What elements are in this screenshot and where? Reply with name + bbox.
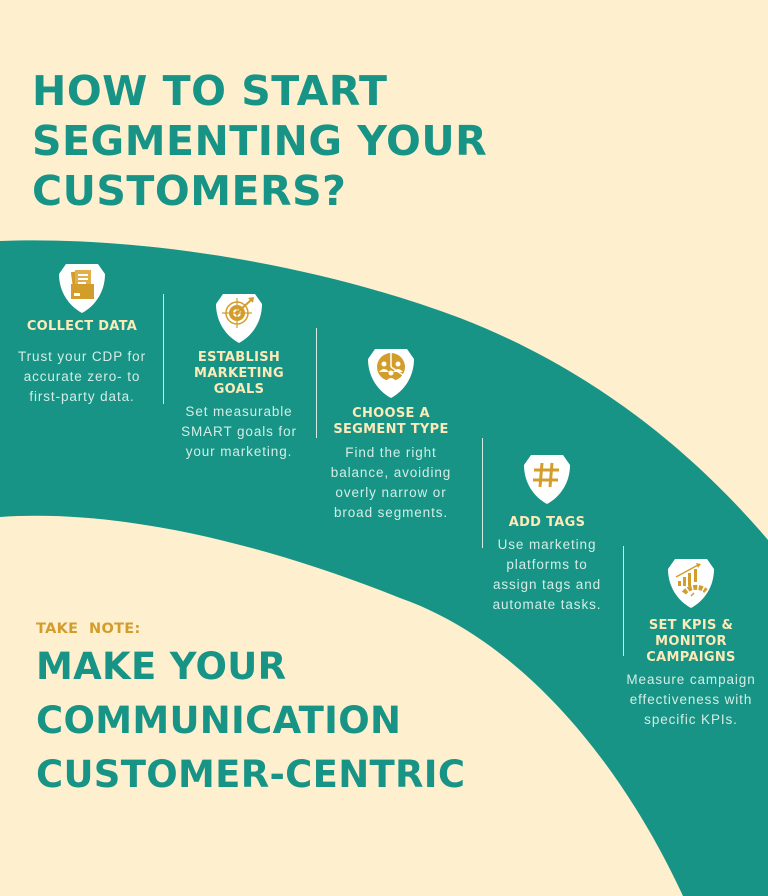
step-description: Trust your CDP for accurate zero- to fir… bbox=[18, 349, 146, 404]
step-description: Set measurable SMART goals for your mark… bbox=[181, 404, 297, 459]
hashtag-icon bbox=[524, 455, 570, 504]
target-arrow-icon bbox=[216, 294, 262, 343]
divider bbox=[623, 546, 624, 656]
note-line: MAKE YOUR bbox=[36, 645, 287, 688]
take-note-heading: MAKE YOUR COMMUNICATION CUSTOMER-CENTRIC bbox=[36, 640, 465, 802]
note-line: COMMUNICATION bbox=[36, 699, 402, 742]
step-title: ADD TAGS bbox=[508, 515, 586, 530]
divider bbox=[482, 438, 483, 548]
page-title: HOW TO START SEGMENTING YOUR CUSTOMERS? bbox=[32, 66, 487, 216]
step-establish-goals: ESTABLISH MARKETING GOALS Set measurable… bbox=[162, 292, 316, 462]
step-choose-segment: CHOOSE A SEGMENT TYPE Find the right bal… bbox=[312, 347, 470, 523]
step-description: Measure campaign effectiveness with spec… bbox=[626, 672, 756, 727]
step-description: Find the right balance, avoiding overly … bbox=[330, 445, 452, 520]
step-title: CHOOSE A SEGMENT TYPE bbox=[333, 406, 449, 437]
take-note-label: TAKE NOTE: bbox=[36, 621, 141, 637]
divider bbox=[163, 294, 164, 404]
note-line: CUSTOMER-CENTRIC bbox=[36, 753, 466, 796]
step-title: COLLECT DATA bbox=[26, 319, 138, 334]
step-description: Use marketing platforms to assign tags a… bbox=[492, 537, 602, 612]
step-collect-data: COLLECT DATA Trust your CDP for accurate… bbox=[0, 262, 164, 407]
step-set-kpis: SET KPIS & MONITOR CAMPAIGNS Measure cam… bbox=[614, 557, 768, 730]
title-line: SEGMENTING YOUR bbox=[32, 117, 488, 165]
title-line: CUSTOMERS? bbox=[32, 167, 347, 215]
kpi-gauge-chart-icon bbox=[668, 559, 714, 608]
step-title: ESTABLISH MARKETING GOALS bbox=[194, 350, 284, 397]
segment-pie-people-icon bbox=[368, 349, 414, 398]
step-title: SET KPIS & MONITOR CAMPAIGNS bbox=[646, 618, 736, 665]
folder-documents-icon bbox=[59, 264, 105, 313]
step-add-tags: ADD TAGS Use marketing platforms to assi… bbox=[478, 453, 616, 615]
title-line: HOW TO START bbox=[32, 67, 388, 115]
divider bbox=[316, 328, 317, 438]
